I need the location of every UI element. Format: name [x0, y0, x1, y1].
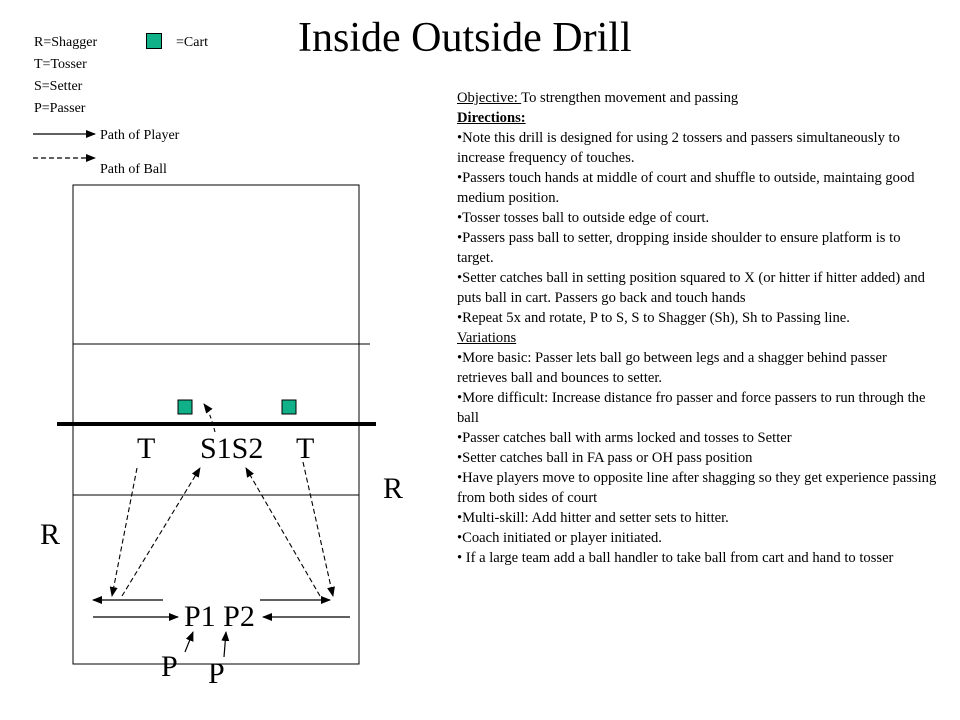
cart-legend-swatch	[146, 33, 162, 49]
setter-to-cart-ball-arrow	[203, 403, 216, 433]
cart-right	[281, 399, 297, 415]
legend-role-setter: S=Setter	[34, 79, 83, 94]
direction-item: •Tosser tosses ball to outside edge of c…	[457, 210, 710, 226]
legend-role-passer: P=Passer	[34, 101, 86, 116]
variation-item: •Have players move to opposite line afte…	[457, 470, 937, 506]
variation-item: • If a large team add a ball handler to …	[457, 550, 894, 566]
passer-right-label: P	[208, 657, 225, 690]
objective-text: To strengthen movement and passing	[521, 90, 739, 106]
legend-role-shagger: R=Shagger	[34, 35, 98, 50]
shagger-left-label: R	[40, 518, 61, 551]
pass-right-ball-arrow	[245, 467, 321, 597]
toss-right-ball-arrow	[302, 461, 335, 597]
variations-heading: Variations	[457, 330, 517, 346]
tosser-left-label: T	[137, 432, 156, 465]
direction-item: •Setter catches ball in setting position…	[457, 270, 925, 306]
player-path-legend-label: Path of Player	[100, 128, 180, 143]
variation-item: •Coach initiated or player initiated.	[457, 530, 662, 546]
passer-left-label: P	[161, 650, 178, 683]
shagger-right-label: R	[383, 472, 404, 505]
variation-item: •More basic: Passer lets ball go between…	[457, 350, 887, 386]
passers-label: P1 P2	[184, 600, 255, 633]
legend-roles: R=Shagger T=Tosser S=Setter P=Passer	[34, 34, 97, 118]
direction-item: •Passers pass ball to setter, dropping i…	[457, 230, 901, 266]
objective: Objective: To strengthen movement and pa…	[457, 88, 937, 108]
cart-legend-label: =Cart	[176, 35, 208, 50]
variation-item: •Setter catches ball in FA pass or OH pa…	[457, 450, 753, 466]
variation-item: •More difficult: Increase distance fro p…	[457, 390, 926, 426]
variation-item: •Passer catches ball with arms locked an…	[457, 430, 792, 446]
legend-role-tosser: T=Tosser	[34, 57, 87, 72]
direction-item: •Repeat 5x and rotate, P to S, S to Shag…	[457, 310, 850, 326]
toss-left-ball-arrow	[109, 467, 138, 597]
passer-left-entry-arrow	[184, 631, 194, 653]
passer-right-entry-arrow	[221, 631, 230, 658]
direction-item: •Passers touch hands at middle of court …	[457, 170, 915, 206]
cart-left	[177, 399, 193, 415]
setters-label: S1S2	[200, 432, 264, 465]
ball-path-legend-label: Path of Ball	[100, 162, 167, 177]
page-title: Inside Outside Drill	[298, 15, 632, 61]
directions-heading: Directions:	[457, 110, 526, 126]
pass-left-ball-arrow	[121, 467, 201, 597]
variation-item: •Multi-skill: Add hitter and setter sets…	[457, 510, 729, 526]
objective-label: Objective:	[457, 90, 522, 106]
tosser-right-label: T	[296, 432, 315, 465]
instructions-panel: Objective: To strengthen movement and pa…	[457, 88, 937, 568]
direction-item: •Note this drill is designed for using 2…	[457, 130, 900, 166]
